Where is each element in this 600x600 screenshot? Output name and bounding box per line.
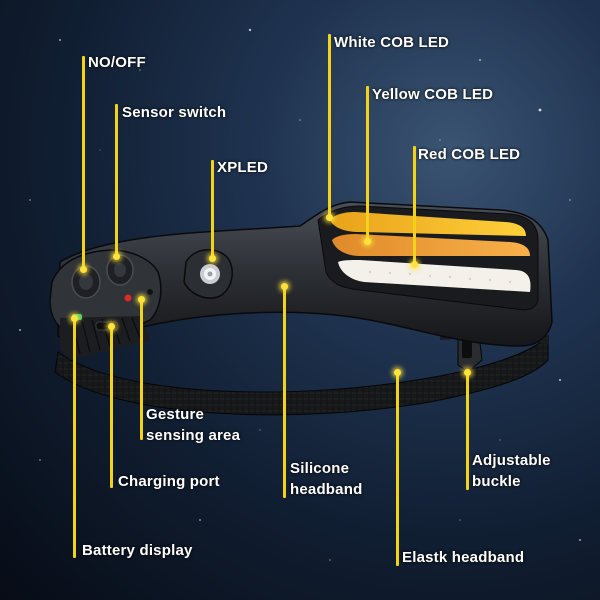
- label-xpled-text: XPLED: [217, 159, 269, 176]
- marker-buckle: [464, 369, 471, 376]
- elastic-headband-strap: [54, 334, 549, 416]
- label-silicone-line2: headband: [290, 481, 363, 498]
- leader-silicone: [283, 286, 286, 498]
- label-silicone-line1: Silicone: [290, 460, 350, 477]
- label-buckle-line2: buckle: [472, 473, 521, 490]
- marker-xpled: [209, 255, 216, 262]
- leader-sensor: [115, 104, 118, 256]
- label-sensor-switch: Sensor switch: [122, 102, 226, 123]
- leader-yellow-cob: [366, 86, 369, 240]
- label-gesture-sensing: Gesture sensing area: [146, 404, 240, 446]
- label-yellow-cob: Yellow COB LED: [372, 84, 493, 105]
- leader-battery: [73, 318, 76, 558]
- label-battery-display-text: Battery display: [82, 542, 193, 559]
- marker-yellow-cob: [364, 238, 371, 245]
- leader-xpled: [211, 160, 214, 258]
- leader-red-cob: [413, 146, 416, 264]
- leader-charging: [110, 326, 113, 488]
- marker-white-cob: [326, 214, 333, 221]
- label-buckle-line1: Adjustable: [472, 452, 551, 469]
- label-red-cob-text: Red COB LED: [418, 146, 521, 163]
- label-adjustable-buckle: Adjustable buckle: [472, 450, 551, 492]
- marker-charging: [108, 323, 115, 330]
- label-silicone-headband: Silicone headband: [290, 458, 362, 500]
- label-sensor-switch-text: Sensor switch: [122, 104, 227, 121]
- leader-gesture: [140, 298, 143, 440]
- marker-red-cob: [411, 261, 418, 268]
- leader-buckle: [466, 372, 469, 490]
- marker-silicone: [281, 283, 288, 290]
- label-red-cob: Red COB LED: [418, 144, 520, 165]
- label-xpled: XPLED: [217, 157, 268, 178]
- label-power-text: NO/OFF: [88, 54, 146, 71]
- label-elastic-headband-text: Elastk headband: [402, 549, 525, 566]
- leader-white-cob: [328, 34, 331, 217]
- label-power: NO/OFF: [88, 52, 146, 73]
- label-gesture-line2: sensing area: [146, 427, 241, 444]
- leader-elastic: [396, 372, 399, 566]
- leader-power: [82, 56, 85, 268]
- red-cob-strip: [332, 234, 530, 256]
- label-battery-display: Battery display: [82, 540, 193, 561]
- marker-power: [80, 266, 87, 273]
- marker-battery: [71, 315, 78, 322]
- label-elastic-headband: Elastk headband: [402, 547, 524, 568]
- yellow-cob-strip: [330, 212, 526, 236]
- label-white-cob: White COB LED: [334, 32, 449, 53]
- label-white-cob-text: White COB LED: [334, 34, 450, 51]
- marker-gesture: [138, 296, 145, 303]
- label-yellow-cob-text: Yellow COB LED: [372, 86, 494, 103]
- grille: [60, 316, 150, 360]
- marker-elastic: [394, 369, 401, 376]
- label-charging-port: Charging port: [118, 471, 220, 492]
- label-charging-port-text: Charging port: [118, 473, 220, 490]
- marker-sensor: [113, 253, 120, 260]
- white-cob-strip: [338, 260, 531, 292]
- label-gesture-line1: Gesture: [146, 406, 205, 423]
